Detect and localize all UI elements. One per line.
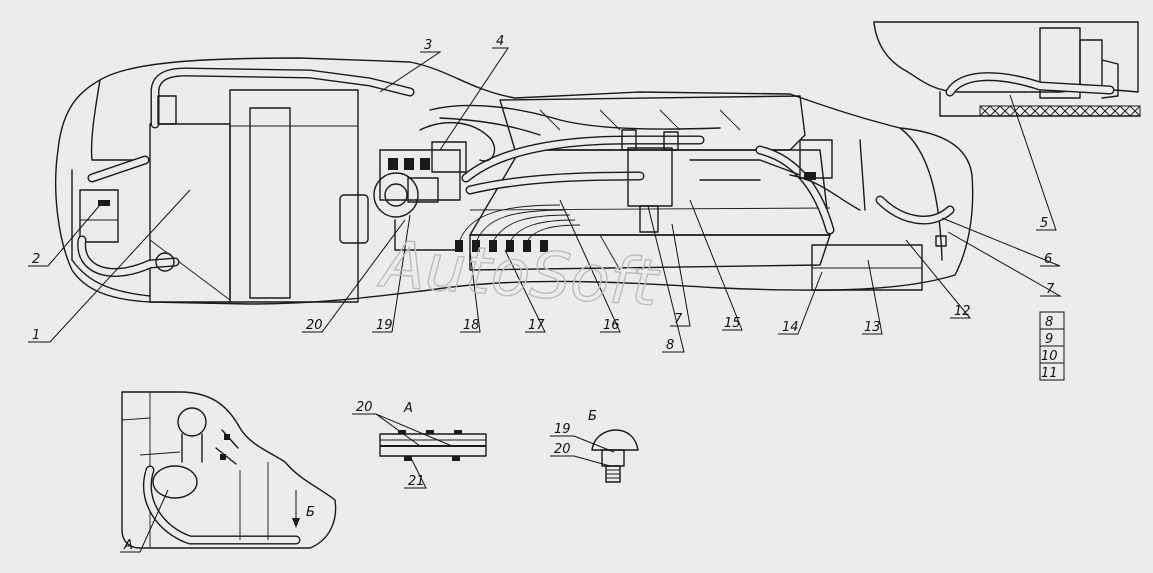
callout-11: 11 xyxy=(1041,366,1058,381)
injector-row xyxy=(455,204,581,252)
detail-a-callout-21: 21 xyxy=(408,474,425,489)
callout-20: 20 xyxy=(306,318,323,333)
callout-8b: 8 xyxy=(666,338,674,353)
radiator-shroud xyxy=(229,89,359,303)
view-a-sketch: Б А xyxy=(120,391,337,553)
expansion-tank xyxy=(79,189,119,243)
radiator-core xyxy=(249,107,291,299)
filler-neck xyxy=(157,95,177,125)
detail-b: Б 19 20 xyxy=(550,409,639,483)
radiator xyxy=(149,123,231,303)
callout-9: 9 xyxy=(1045,332,1053,347)
leader-lines xyxy=(28,47,1062,353)
view-a-mark: А xyxy=(123,538,133,553)
detail-a-callout-20: 20 xyxy=(356,400,373,415)
main-view xyxy=(54,57,974,305)
callout-labels: 1 2 3 4 5 6 7 12 13 14 15 7 8 16 17 18 1… xyxy=(32,34,1055,353)
callout-1: 1 xyxy=(32,328,40,343)
battery-box xyxy=(811,244,923,291)
front-accessories xyxy=(339,141,467,251)
callout-4: 4 xyxy=(496,34,504,49)
inset-top-right xyxy=(873,21,1141,117)
callout-14: 14 xyxy=(782,320,799,335)
view-b-arrow-label: Б xyxy=(306,505,315,520)
callout-10: 10 xyxy=(1041,349,1058,364)
detail-b-title: Б xyxy=(588,409,597,424)
callout-7b: 7 xyxy=(674,312,683,327)
callout-stack-8-11: 8 9 10 11 xyxy=(1039,311,1065,381)
engine-block xyxy=(469,95,831,271)
front-panel xyxy=(71,169,151,297)
detail-b-callout-20: 20 xyxy=(554,442,571,457)
detail-b-callout-19: 19 xyxy=(554,422,571,437)
callout-18: 18 xyxy=(463,318,480,333)
callout-2: 2 xyxy=(32,252,40,267)
watermark: AutoSoft xyxy=(375,228,662,322)
callout-7: 7 xyxy=(1046,282,1055,297)
callout-6: 6 xyxy=(1044,252,1052,267)
callout-17: 17 xyxy=(528,318,545,333)
callout-19: 19 xyxy=(376,318,393,333)
callout-3: 3 xyxy=(424,38,432,53)
detail-a: А 20 21 xyxy=(352,400,487,489)
detail-a-title: А xyxy=(403,401,413,416)
callout-12: 12 xyxy=(954,304,971,319)
callout-13: 13 xyxy=(864,320,881,335)
callout-16: 16 xyxy=(603,318,620,333)
callout-15: 15 xyxy=(724,316,741,331)
left-fender xyxy=(90,79,146,161)
callout-8: 8 xyxy=(1045,315,1053,330)
callout-5: 5 xyxy=(1040,216,1048,231)
